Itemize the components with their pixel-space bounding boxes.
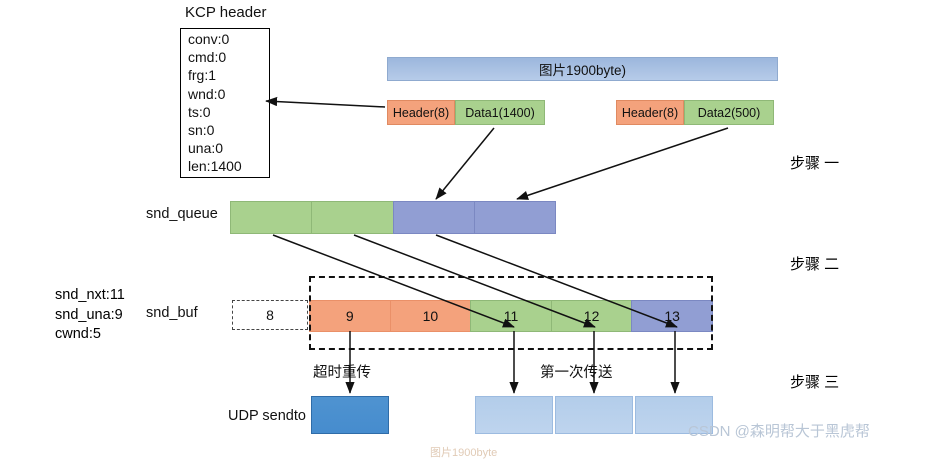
kcp-field-cmd: cmd:0 xyxy=(188,49,227,66)
step-two-label: 步骤 二 xyxy=(790,256,840,273)
cwnd-window-outline xyxy=(309,276,713,350)
step-three-label: 步骤 三 xyxy=(790,374,840,391)
snd-queue-cell-4 xyxy=(473,201,556,234)
snd-queue-label: snd_queue xyxy=(146,206,218,222)
udp-packet-3 xyxy=(635,396,713,434)
first-transmit-label: 第一次传送 xyxy=(540,365,613,381)
packet-1-header: Header(8) xyxy=(387,100,455,125)
udp-sendto-label: UDP sendto xyxy=(228,408,306,424)
timeout-retransmit-label: 超时重传 xyxy=(313,365,371,381)
kcp-field-frg: frg:1 xyxy=(188,67,217,84)
snd-buf-cell-8-acked: 8 xyxy=(232,300,308,330)
packet-1-data: Data1(1400) xyxy=(455,100,545,125)
udp-packet-retransmit xyxy=(311,396,389,434)
udp-packet-1 xyxy=(475,396,553,434)
packet-2-data-label: Data2(500) xyxy=(697,105,761,120)
kcp-field-wnd: wnd:0 xyxy=(188,85,226,102)
kcp-header-title: KCP header xyxy=(185,4,267,21)
arrow-packet1-to-kcp-header xyxy=(265,96,386,108)
kcp-field-sn: sn:0 xyxy=(188,122,215,139)
step-one-label: 步骤 一 xyxy=(790,155,840,172)
packet-2-data: Data2(500) xyxy=(684,100,774,125)
snd-buf-label: snd_buf xyxy=(146,305,198,321)
packet-1-header-label: Header(8) xyxy=(392,105,450,120)
snd-queue-cell-3 xyxy=(392,201,475,234)
kcp-field-len: len:1400 xyxy=(188,158,242,175)
clipped-bottom-text: 图片1900byte xyxy=(430,447,498,459)
csdn-watermark: CSDN @森明帮大于黑虎帮 xyxy=(688,423,870,440)
snd-queue-cell-1 xyxy=(230,201,313,234)
kcp-field-ts: ts:0 xyxy=(188,103,211,120)
snd-status-block: snd_nxt:11 snd_una:9 cwnd:5 xyxy=(55,286,125,345)
packet-1-data-label: Data1(1400) xyxy=(465,105,535,120)
cwnd-value: cwnd:5 xyxy=(55,326,101,342)
arrow-data1-to-sndqueue xyxy=(435,127,495,200)
kcp-header-box xyxy=(180,28,270,178)
kcp-field-una: una:0 xyxy=(188,140,224,157)
snd-queue-row xyxy=(230,201,556,234)
udp-packet-2 xyxy=(555,396,633,434)
snd-queue-cell-2 xyxy=(311,201,394,234)
kcp-field-conv: conv:0 xyxy=(188,31,230,47)
snd-nxt-value: snd_nxt:11 xyxy=(55,287,125,303)
arrow-data2-to-sndqueue xyxy=(516,127,729,200)
snd-buf-cell-8-text: 8 xyxy=(266,307,274,323)
packet-2-header: Header(8) xyxy=(616,100,684,125)
source-image-bar: 图片1900byte) xyxy=(387,57,778,81)
snd-una-value: snd_una:9 xyxy=(55,306,123,323)
packet-2-header-label: Header(8) xyxy=(621,105,679,120)
kcp-header-field-list: conv:0 cmd:0 frg:1 wnd:0 ts:0 sn:0 una:0… xyxy=(186,30,270,176)
source-image-label: 图片1900byte) xyxy=(538,63,627,78)
